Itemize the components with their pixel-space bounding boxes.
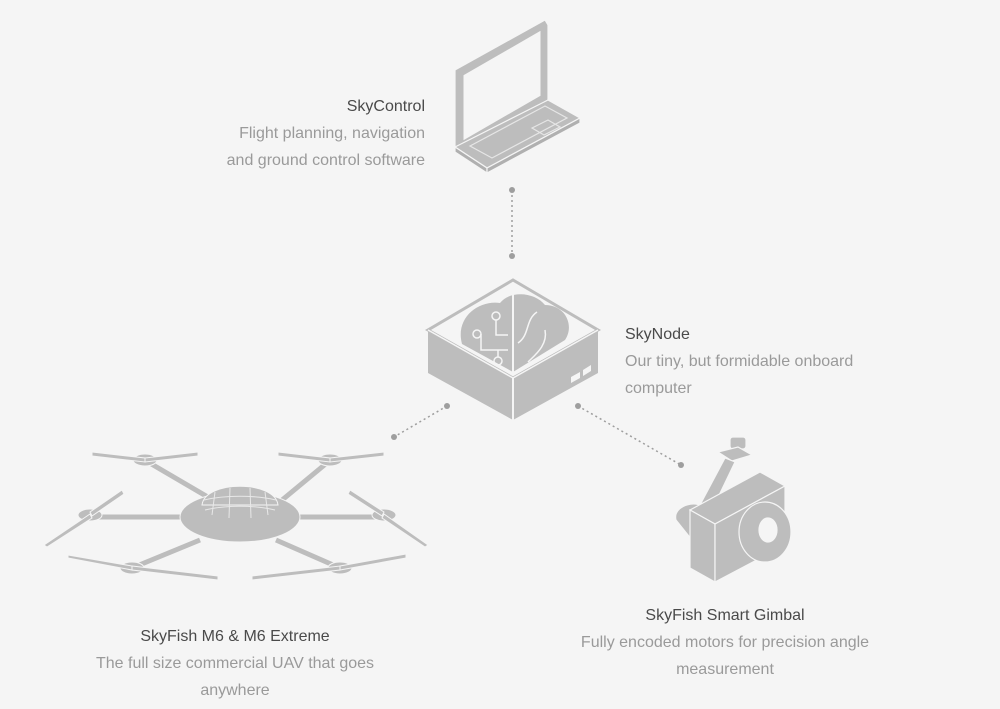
skyfish-m6-description-line: anywhere [200,682,270,699]
skycontrol-description-line: Flight planning, navigation [239,125,425,142]
hexacopter-drone-icon [43,451,429,581]
laptop-icon [453,19,582,175]
skyfish-m6-label: SkyFish M6 & M6 Extreme The full size co… [40,624,430,704]
gimbal-title: SkyFish Smart Gimbal [645,607,805,624]
skynode-description-line: Our tiny, but formidable onboard [625,353,854,370]
gimbal-label: SkyFish Smart Gimbal Fully encoded motor… [530,603,920,683]
skyfish-m6-title: SkyFish M6 & M6 Extreme [140,628,330,645]
skycontrol-label: SkyControl Flight planning, navigation a… [150,94,425,174]
skycontrol-title: SkyControl [346,98,425,115]
gimbal-description-line: Fully encoded motors for precision angle [580,634,870,651]
connector-laptop-skynode [509,187,515,259]
skynode-description-line: computer [625,380,692,397]
computer-box-brain-icon [424,278,602,420]
connector-skynode-gimbal [575,403,684,468]
skycontrol-description-line: and ground control software [226,152,425,169]
skynode-title: SkyNode [625,326,690,343]
skynode-label: SkyNode Our tiny, but formidable onboard… [625,322,925,402]
connector-skynode-drone [391,403,450,440]
gimbal-description-line: measurement [676,661,774,678]
skyfish-m6-description-line: The full size commercial UAV that goes [95,655,375,672]
camera-gimbal-icon [675,436,792,584]
